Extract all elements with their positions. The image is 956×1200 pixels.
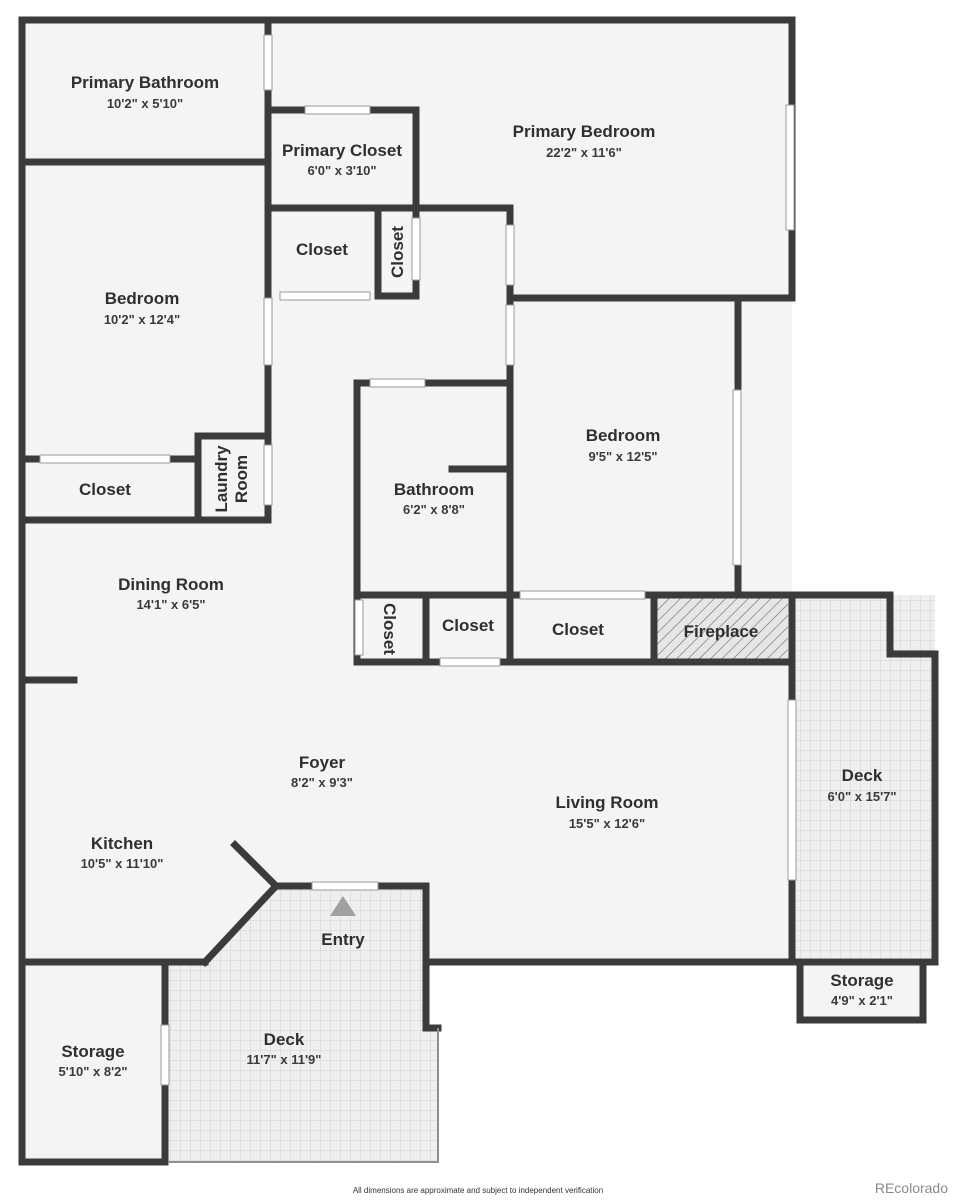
entry-name: Entry [321, 930, 365, 949]
foyer-dim: 8'2" x 9'3" [291, 775, 353, 790]
wall-seg [374, 882, 796, 966]
bathroom-dim: 6'2" x 8'8" [403, 502, 465, 517]
window [369, 378, 426, 388]
entry-arrow-icon [330, 896, 356, 916]
window [519, 590, 646, 600]
window [354, 599, 364, 656]
window [263, 444, 273, 506]
foyer-name: Foyer [299, 753, 346, 772]
bedroom-east-name: Bedroom [586, 426, 661, 445]
kitchen-dim: 10'5" x 11'10" [81, 856, 164, 871]
storage-west-name: Storage [61, 1042, 124, 1061]
primary-bedroom-name: Primary Bedroom [513, 122, 656, 141]
window [311, 881, 379, 891]
room-labels: Primary Bathroom 10'2" x 5'10" Primary C… [58, 73, 896, 1079]
window [785, 104, 795, 231]
window [263, 297, 273, 366]
windows [39, 34, 797, 1086]
primary-closet-name: Primary Closet [282, 141, 402, 160]
closet-c-name: Closet [380, 603, 399, 655]
walls [18, 16, 939, 1166]
interior-floor [22, 22, 792, 962]
brand-watermark: REcolorado [874, 1180, 948, 1196]
dining-room-dim: 14'1" x 6'5" [136, 597, 205, 612]
closet-e-name: Closet [552, 620, 604, 639]
window [39, 454, 171, 464]
storage-east-floor [800, 962, 923, 1020]
window [439, 657, 501, 667]
window [732, 389, 742, 566]
closet-b-name: Closet [388, 226, 407, 278]
storage-east-dim: 4'9" x 2'1" [831, 993, 893, 1008]
window [279, 291, 371, 301]
living-room-name: Living Room [556, 793, 659, 812]
window [263, 34, 273, 91]
deck-south-floor [165, 886, 438, 1162]
fireplace-hatch [657, 598, 788, 662]
window [505, 224, 515, 286]
bedroom-west-dim: 10'2" x 12'4" [104, 312, 180, 327]
storage-east-name: Storage [830, 971, 893, 990]
closet-d-name: Closet [442, 616, 494, 635]
bathroom-name: Bathroom [394, 480, 474, 499]
wall-storage-east [796, 958, 927, 1024]
laundry-line2: Room [232, 455, 251, 503]
closet-a-name: Closet [296, 240, 348, 259]
closet-west-name: Closet [79, 480, 131, 499]
dining-room-name: Dining Room [118, 575, 224, 594]
primary-closet-dim: 6'0" x 3'10" [307, 163, 376, 178]
railing-deck-south [168, 1028, 439, 1163]
storage-west-dim: 5'10" x 8'2" [58, 1064, 127, 1079]
kitchen-name: Kitchen [91, 834, 153, 853]
primary-bedroom-dim: 22'2" x 11'6" [546, 145, 622, 160]
deck-east-name: Deck [842, 766, 883, 785]
bedroom-east-dim: 9'5" x 12'5" [588, 449, 657, 464]
deck-south-dim: 11'7" x 11'9" [247, 1052, 322, 1067]
window [160, 1024, 170, 1086]
wall-deck-east [788, 591, 939, 966]
railings [168, 1028, 439, 1163]
wall-seg [422, 958, 442, 1032]
bedroom-west-name: Bedroom [105, 289, 180, 308]
disclaimer-note: All dimensions are approximate and subje… [352, 1186, 604, 1195]
deck-south-name: Deck [264, 1030, 305, 1049]
window [787, 699, 797, 881]
window [505, 304, 515, 366]
laundry-line1: Laundry [212, 445, 231, 513]
window [304, 105, 371, 115]
fireplace-name: Fireplace [684, 622, 759, 641]
window [411, 217, 421, 281]
wall-seg [230, 840, 281, 891]
deck-east-dim: 6'0" x 15'7" [827, 789, 896, 804]
living-room-dim: 15'5" x 12'6" [569, 816, 645, 831]
primary-bathroom-dim: 10'2" x 5'10" [107, 96, 183, 111]
primary-bathroom-name: Primary Bathroom [71, 73, 219, 92]
